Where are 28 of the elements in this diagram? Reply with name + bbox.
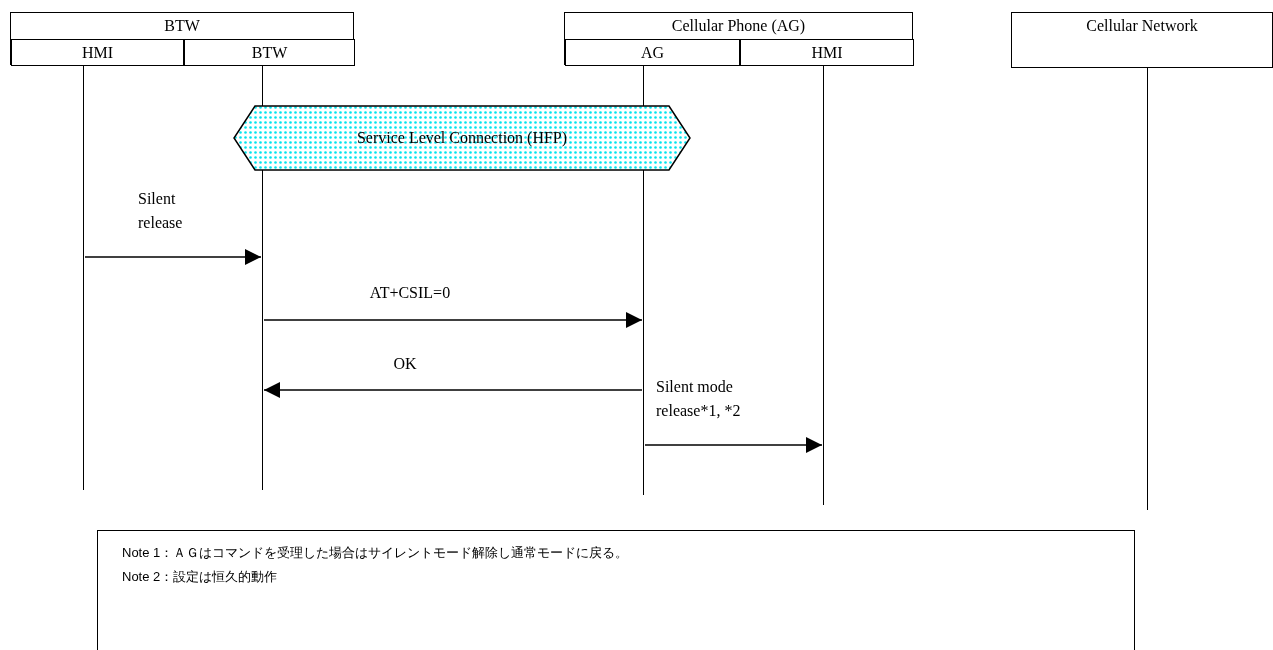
header-label: HMI	[811, 44, 843, 61]
edge-label: Silent release	[138, 190, 183, 231]
arrow	[84, 249, 262, 265]
header-label: AG	[640, 44, 665, 61]
arrow	[263, 312, 643, 328]
arrow	[644, 437, 823, 453]
header-box	[565, 39, 740, 66]
note-box	[97, 530, 1135, 650]
header-label: Cellular Phone (AG)	[671, 17, 806, 34]
header-box	[184, 39, 355, 66]
lifeline	[1147, 68, 1148, 510]
edge-label: OK	[393, 355, 417, 372]
header-box	[740, 39, 914, 66]
header-box	[11, 39, 184, 66]
header-label: Cellular Network	[1086, 17, 1198, 34]
header-box	[564, 12, 913, 65]
note-text: Note 2：設定は恒久的動作	[122, 568, 278, 586]
header-box	[1011, 12, 1273, 68]
lifeline	[83, 65, 84, 490]
lifeline	[823, 65, 824, 505]
header-label: HMI	[81, 44, 114, 61]
arrow	[263, 382, 643, 398]
note-text: Note 1：ＡＧはコマンドを受理した場合はサイレントモード解除し通常モードに戻る。	[122, 544, 629, 562]
header-label: BTW	[251, 44, 288, 61]
edge-label: AT+CSIL=0	[369, 284, 451, 301]
header-box	[10, 12, 354, 65]
edge-label: Silent mode release*1, *2	[656, 378, 741, 419]
header-label: BTW	[164, 17, 200, 34]
